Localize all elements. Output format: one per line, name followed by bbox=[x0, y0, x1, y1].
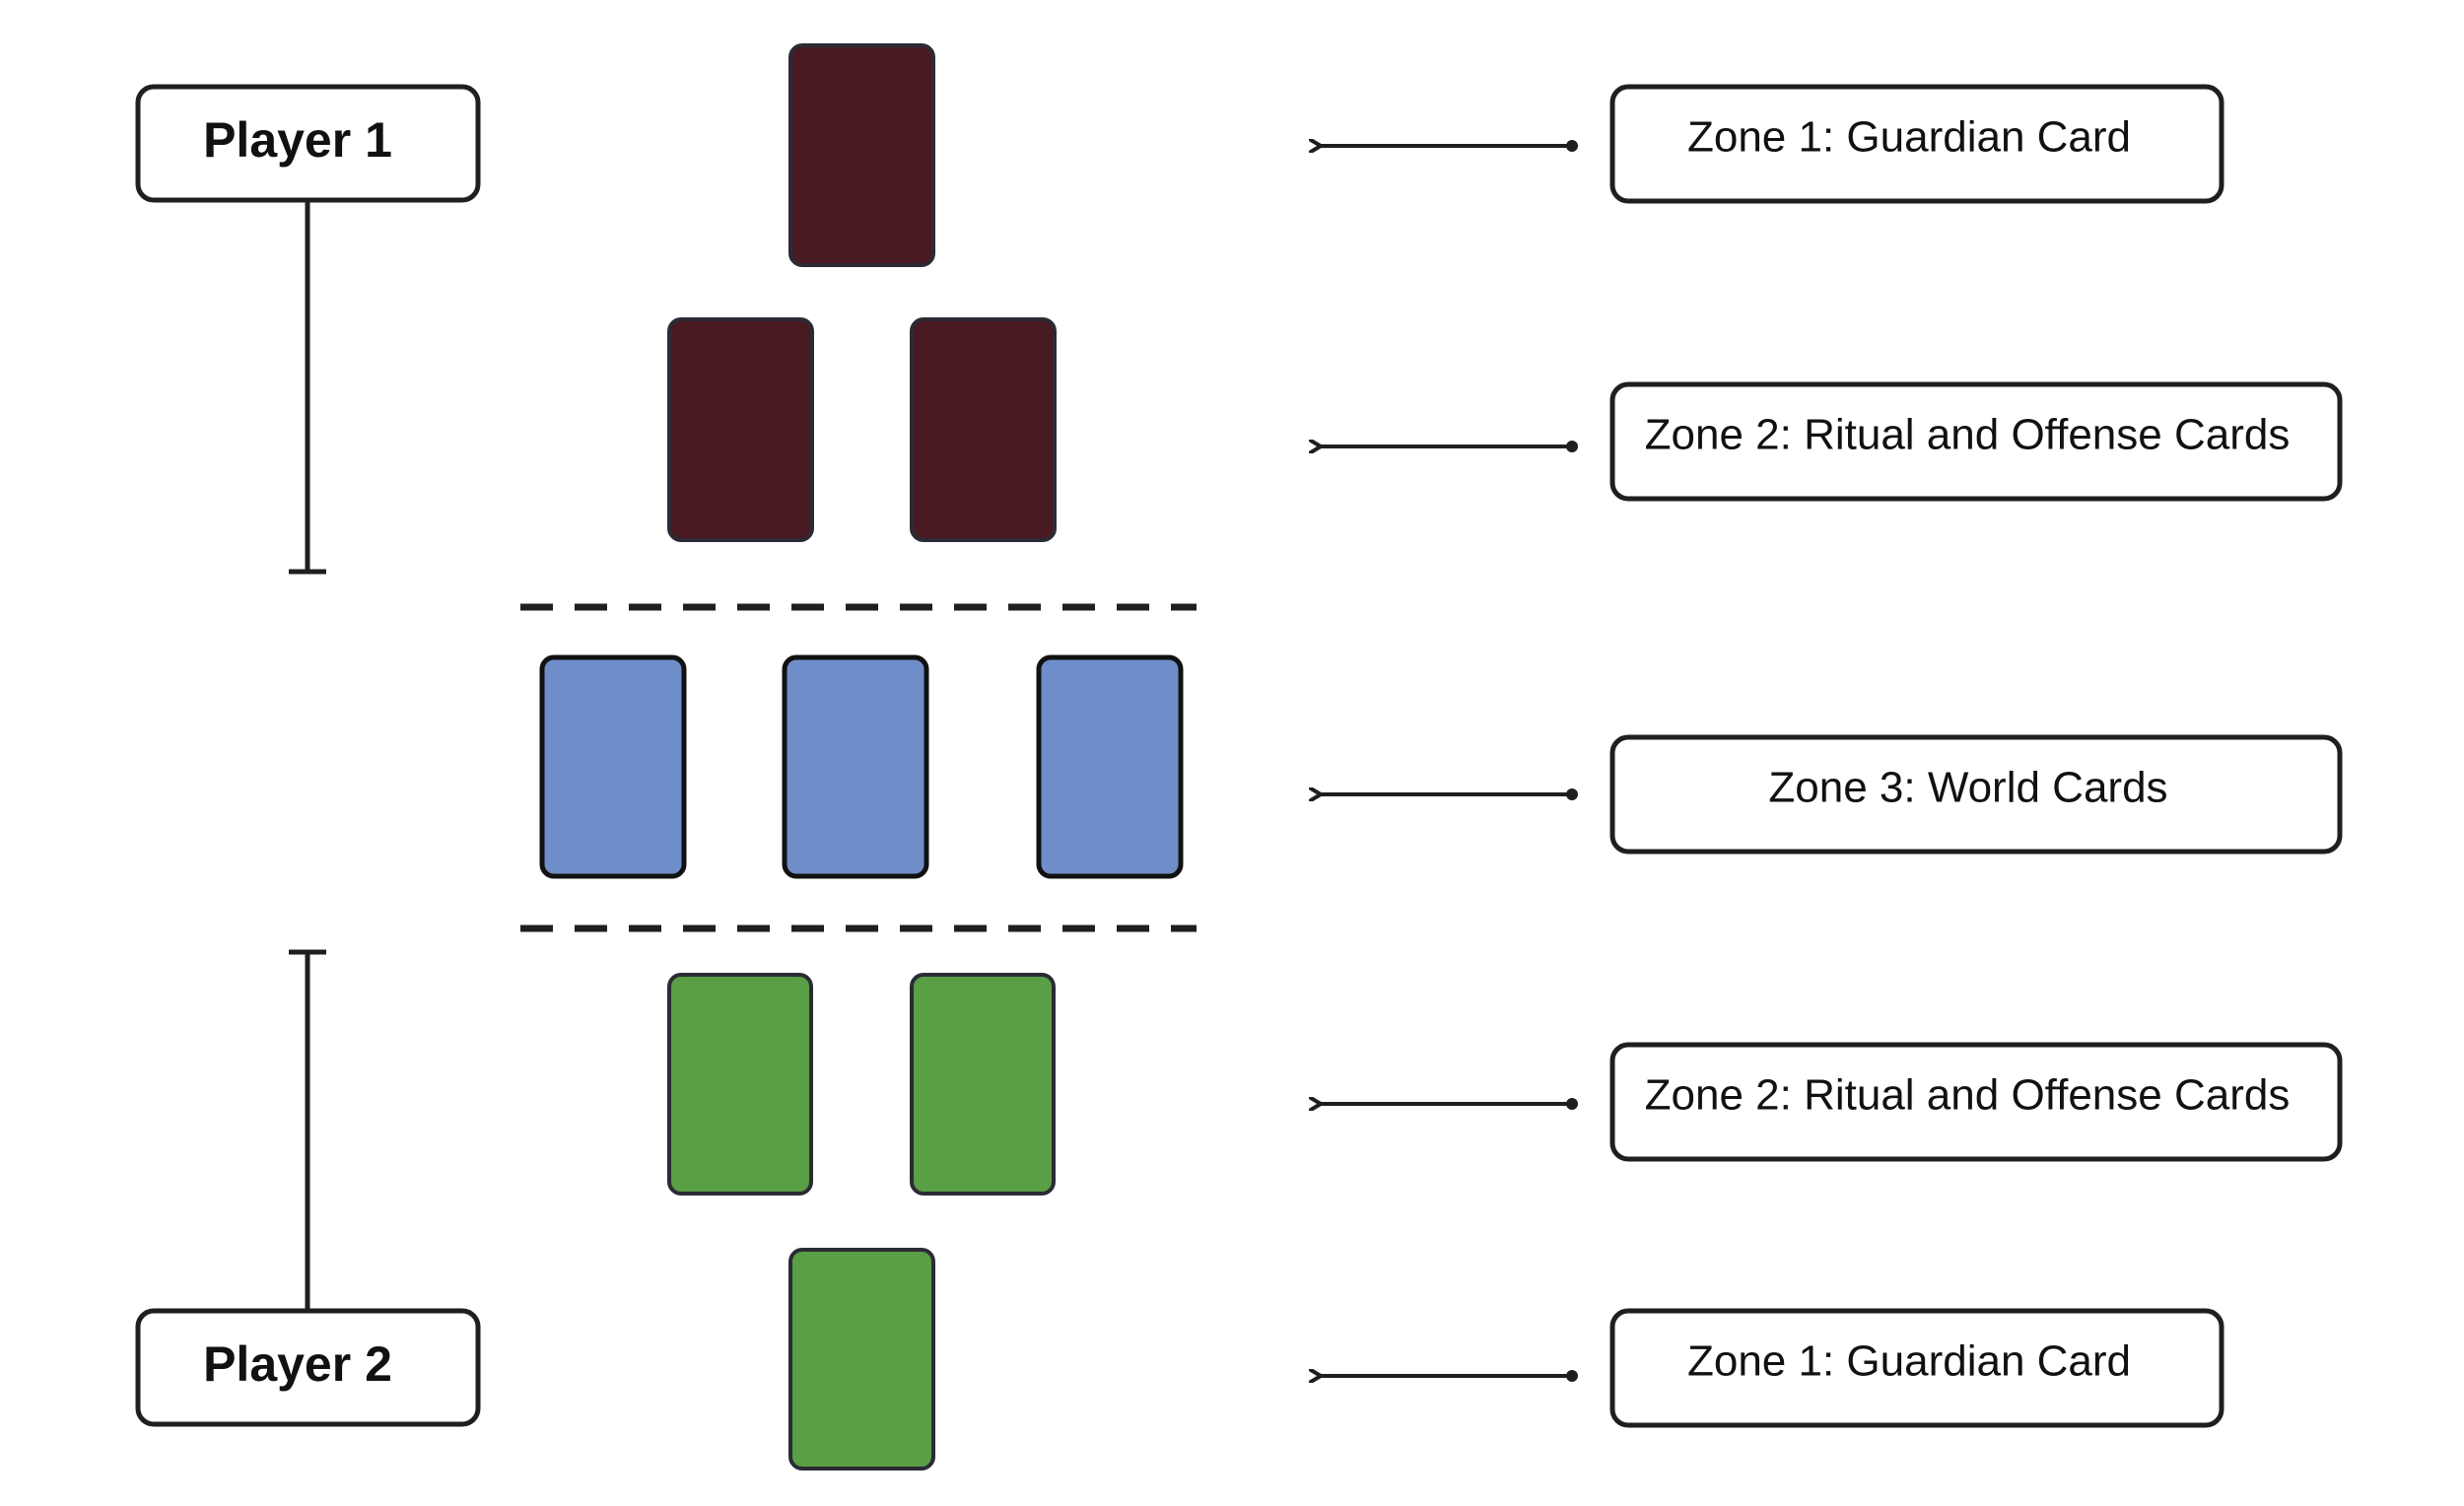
player-2-box bbox=[135, 1308, 481, 1427]
arrow-p2-zone1 bbox=[1321, 1370, 1578, 1382]
zone-box bbox=[1609, 84, 2224, 204]
player-1-label: Player 1 bbox=[203, 112, 392, 168]
zone-label-p2-zone2: Zone 2: Ritual and Offense Cards bbox=[1609, 1042, 2343, 1162]
zone-label-text: Zone 3: World Cards bbox=[1768, 764, 2167, 812]
zone-label-text: Zone 2: Ritual and Offense Cards bbox=[1645, 411, 2291, 459]
zone-box bbox=[1609, 734, 2343, 855]
player-2-guardian-card bbox=[788, 1248, 935, 1471]
player-2-label: Player 2 bbox=[203, 1336, 392, 1392]
player-2-cards bbox=[667, 973, 1056, 1471]
zone-label-p1-zone2: Zone 2: Ritual and Offense Cards bbox=[1609, 381, 2343, 502]
world-card-left bbox=[539, 654, 687, 879]
zone-labels: Zone 1: Guardian Card Zone 2: Ritual and… bbox=[1609, 84, 2343, 1428]
zone-label-p1-zone1: Zone 1: Guardian Card bbox=[1609, 84, 2224, 204]
arrow-p1-zone1 bbox=[1321, 140, 1578, 152]
player-2-zone2-card-right bbox=[910, 973, 1056, 1196]
player-1-cards bbox=[667, 43, 1057, 542]
zone-label-text: Zone 1: Guardian Card bbox=[1687, 1337, 2131, 1386]
player-2-zone2-card-left bbox=[667, 973, 813, 1196]
arrow-zone3 bbox=[1321, 788, 1578, 800]
player-2-group: Player 2 bbox=[135, 949, 481, 1427]
zone-box bbox=[1609, 381, 2343, 502]
zone-label-zone3: Zone 3: World Cards bbox=[1609, 734, 2343, 855]
world-card-middle bbox=[782, 654, 929, 879]
player-1-zone2-card-left bbox=[667, 317, 814, 542]
arrow-p1-zone2 bbox=[1321, 441, 1578, 452]
zone-arrows bbox=[1321, 140, 1578, 1382]
zone-box bbox=[1609, 1042, 2343, 1162]
arrow-p2-zone2 bbox=[1321, 1098, 1578, 1110]
world-card-right bbox=[1036, 654, 1184, 879]
zone-label-text: Zone 1: Guardian Card bbox=[1687, 113, 2131, 162]
player-1-guardian-card bbox=[788, 43, 935, 267]
player-1-zone2-card-right bbox=[910, 317, 1057, 542]
player-1-group: Player 1 bbox=[135, 84, 481, 575]
zone-label-text: Zone 2: Ritual and Offense Cards bbox=[1645, 1071, 2291, 1120]
zone-label-p2-zone1: Zone 1: Guardian Card bbox=[1609, 1308, 2224, 1428]
zone-box bbox=[1609, 1308, 2224, 1428]
world-cards bbox=[539, 654, 1184, 879]
